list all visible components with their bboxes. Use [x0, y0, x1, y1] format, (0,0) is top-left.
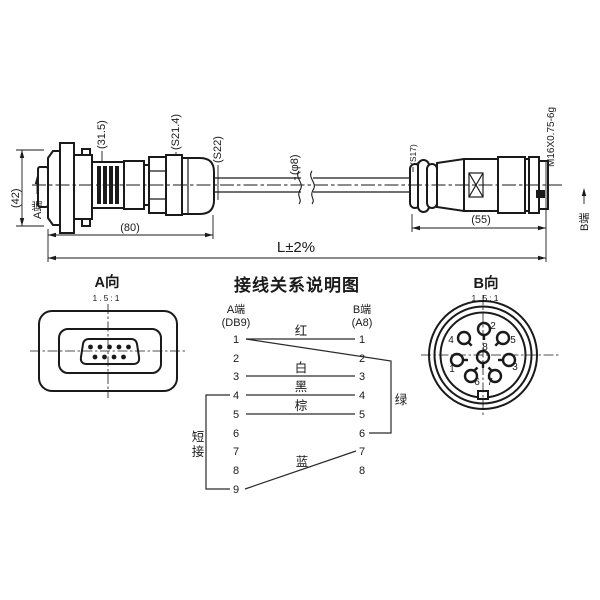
- wiring-diagram: 接线关系说明图 A端 (DB9) B端 (A8) 1 2 3 4 5 6 7 8…: [192, 275, 408, 496]
- dim-total-length-label: L±2%: [277, 239, 315, 256]
- b-view-pin-numbers: 2 4 5 1 3 6 7 8: [448, 321, 518, 388]
- b-pin-2: 2: [359, 353, 365, 365]
- b-view-scale: 1.5:1: [472, 293, 501, 303]
- a-pin-4: 4: [233, 390, 239, 402]
- wires: 红 绿 白 黑 棕 蓝: [244, 323, 408, 490]
- dim-s214-label: (S21.4): [170, 114, 182, 150]
- b-view-pin-5: 5: [510, 335, 516, 346]
- b-view-pin-6: 6: [474, 377, 480, 388]
- dim-42-label: (42): [10, 188, 22, 208]
- a-pin-2: 2: [233, 353, 239, 365]
- b-column-subheader: (A8): [352, 317, 373, 329]
- a-view-title: A向: [95, 273, 120, 291]
- dsub-pins: [88, 344, 131, 360]
- dim-315-label: (31.5): [96, 120, 108, 149]
- b-view-pin-2: 2: [490, 321, 496, 332]
- a-end-label: A端: [31, 201, 44, 219]
- jumper-label-char-2: 接: [192, 444, 205, 459]
- a-connector-body: [37, 142, 215, 234]
- wire-brown-label: 棕: [295, 398, 308, 413]
- wire-green: [245, 338, 392, 434]
- wire-black-label: 黑: [295, 380, 308, 394]
- a-pin-5: 5: [233, 409, 239, 421]
- a-pin-8: 8: [233, 465, 239, 477]
- b-view: B向 1.5:1 2 4 5 1 3 6 7 8: [421, 274, 559, 415]
- cable: [214, 170, 412, 205]
- thread-label: M16X0.75-6g: [546, 107, 557, 167]
- assembly-side-view: (42) A端 (31.5) (S21.4) (S22) (φ8) (S17) …: [10, 107, 591, 262]
- wire-blue: [244, 450, 357, 490]
- a-column-subheader: (DB9): [222, 317, 251, 329]
- a-pin-9: 9: [233, 484, 239, 496]
- dim-s22-label: (S22): [212, 136, 224, 163]
- b-column-header: B端: [353, 303, 371, 316]
- jumper-label-char-1: 短: [192, 430, 205, 444]
- a-pin-numbers: 1 2 3 4 5 6 7 8 9: [233, 334, 239, 496]
- a-view-scale: 1.5:1: [93, 293, 122, 303]
- jumper-bracket: 短 接: [192, 394, 230, 490]
- b-view-pin-8: 8: [482, 342, 488, 353]
- a-pin-3: 3: [233, 371, 239, 383]
- a-pin-1: 1: [233, 334, 239, 346]
- wiring-title: 接线关系说明图: [234, 275, 360, 295]
- b-view-sockets: [449, 321, 517, 384]
- dsub-shell: [79, 338, 141, 365]
- b-pin-numbers: 1 2 3 4 5 6 7 8: [359, 334, 365, 477]
- b-view-pin-4: 4: [448, 335, 454, 346]
- b-pin-7: 7: [359, 446, 365, 458]
- a-pin-6: 6: [233, 428, 239, 440]
- dim-s17-label: (S17): [408, 144, 418, 165]
- a-column-header: A端: [227, 303, 245, 316]
- wire-red-label: 红: [295, 323, 308, 338]
- dimensions: (42) A端 (31.5) (S21.4) (S22) (φ8) (S17) …: [10, 107, 591, 262]
- b-view-title: B向: [474, 274, 499, 292]
- b-pin-1: 1: [359, 334, 365, 346]
- dim-phi8-label: (φ8): [289, 154, 301, 175]
- b-pin-8: 8: [359, 465, 365, 477]
- dim-55-label: (55): [471, 214, 491, 226]
- b-pin-4: 4: [359, 390, 365, 402]
- wire-green-label: 绿: [395, 392, 408, 407]
- b-pin-5: 5: [359, 409, 365, 421]
- wire-blue-label: 蓝: [296, 455, 309, 469]
- b-view-pin-3: 3: [512, 362, 518, 373]
- b-pin-6: 6: [359, 428, 365, 440]
- wire-white-label: 白: [295, 360, 308, 375]
- a-pin-7: 7: [233, 446, 239, 458]
- dim-80-label: (80): [120, 222, 140, 234]
- b-end-label: B端: [578, 213, 591, 231]
- b-pin-3: 3: [359, 371, 365, 383]
- a-view: A向 1.5:1: [30, 273, 186, 398]
- b-view-pin-1: 1: [449, 364, 455, 375]
- b-view-pin-7: 7: [487, 377, 493, 388]
